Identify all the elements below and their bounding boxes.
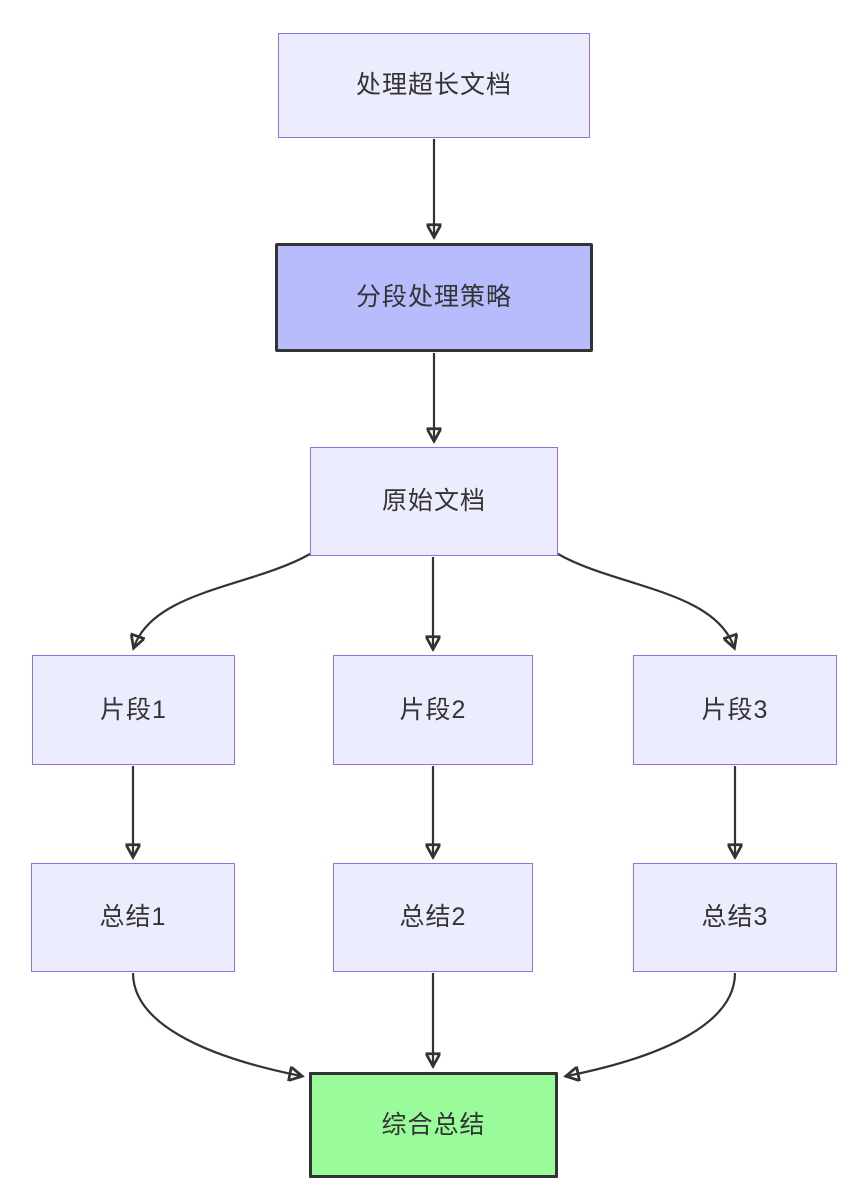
node-summary-1: 总结1 [31,863,235,972]
edge-sum3-to-final [567,972,737,1076]
node-combined-summary-label: 综合总结 [381,1110,486,1139]
node-summary-2: 总结2 [333,863,533,972]
node-summary-1-label: 总结1 [99,903,167,931]
node-original-doc: 原始文档 [310,447,558,556]
node-fragment-3: 片段3 [633,655,837,765]
node-fragment-2: 片段2 [333,655,533,765]
node-segment-strategy-label: 分段处理策略 [355,283,512,311]
node-fragment-2-label: 片段2 [399,695,467,724]
node-fragment-1-label: 片段1 [100,695,167,724]
node-process-long-doc: 处理超长文档 [278,33,590,138]
node-original-doc-label: 原始文档 [381,487,486,515]
node-segment-strategy: 分段处理策略 [275,243,593,352]
edge-orig-to-frag1 [134,553,311,647]
node-summary-3: 总结3 [633,863,837,972]
node-fragment-1: 片段1 [32,655,235,765]
edge-sum1-to-final [131,972,301,1076]
node-summary-2-label: 总结2 [399,903,467,931]
node-summary-3-label: 总结3 [701,903,769,931]
edge-orig-to-frag3 [557,553,734,647]
node-combined-summary: 综合总结 [309,1072,558,1178]
node-process-long-doc-label: 处理超长文档 [355,71,512,99]
node-fragment-3-label: 片段3 [701,695,769,724]
